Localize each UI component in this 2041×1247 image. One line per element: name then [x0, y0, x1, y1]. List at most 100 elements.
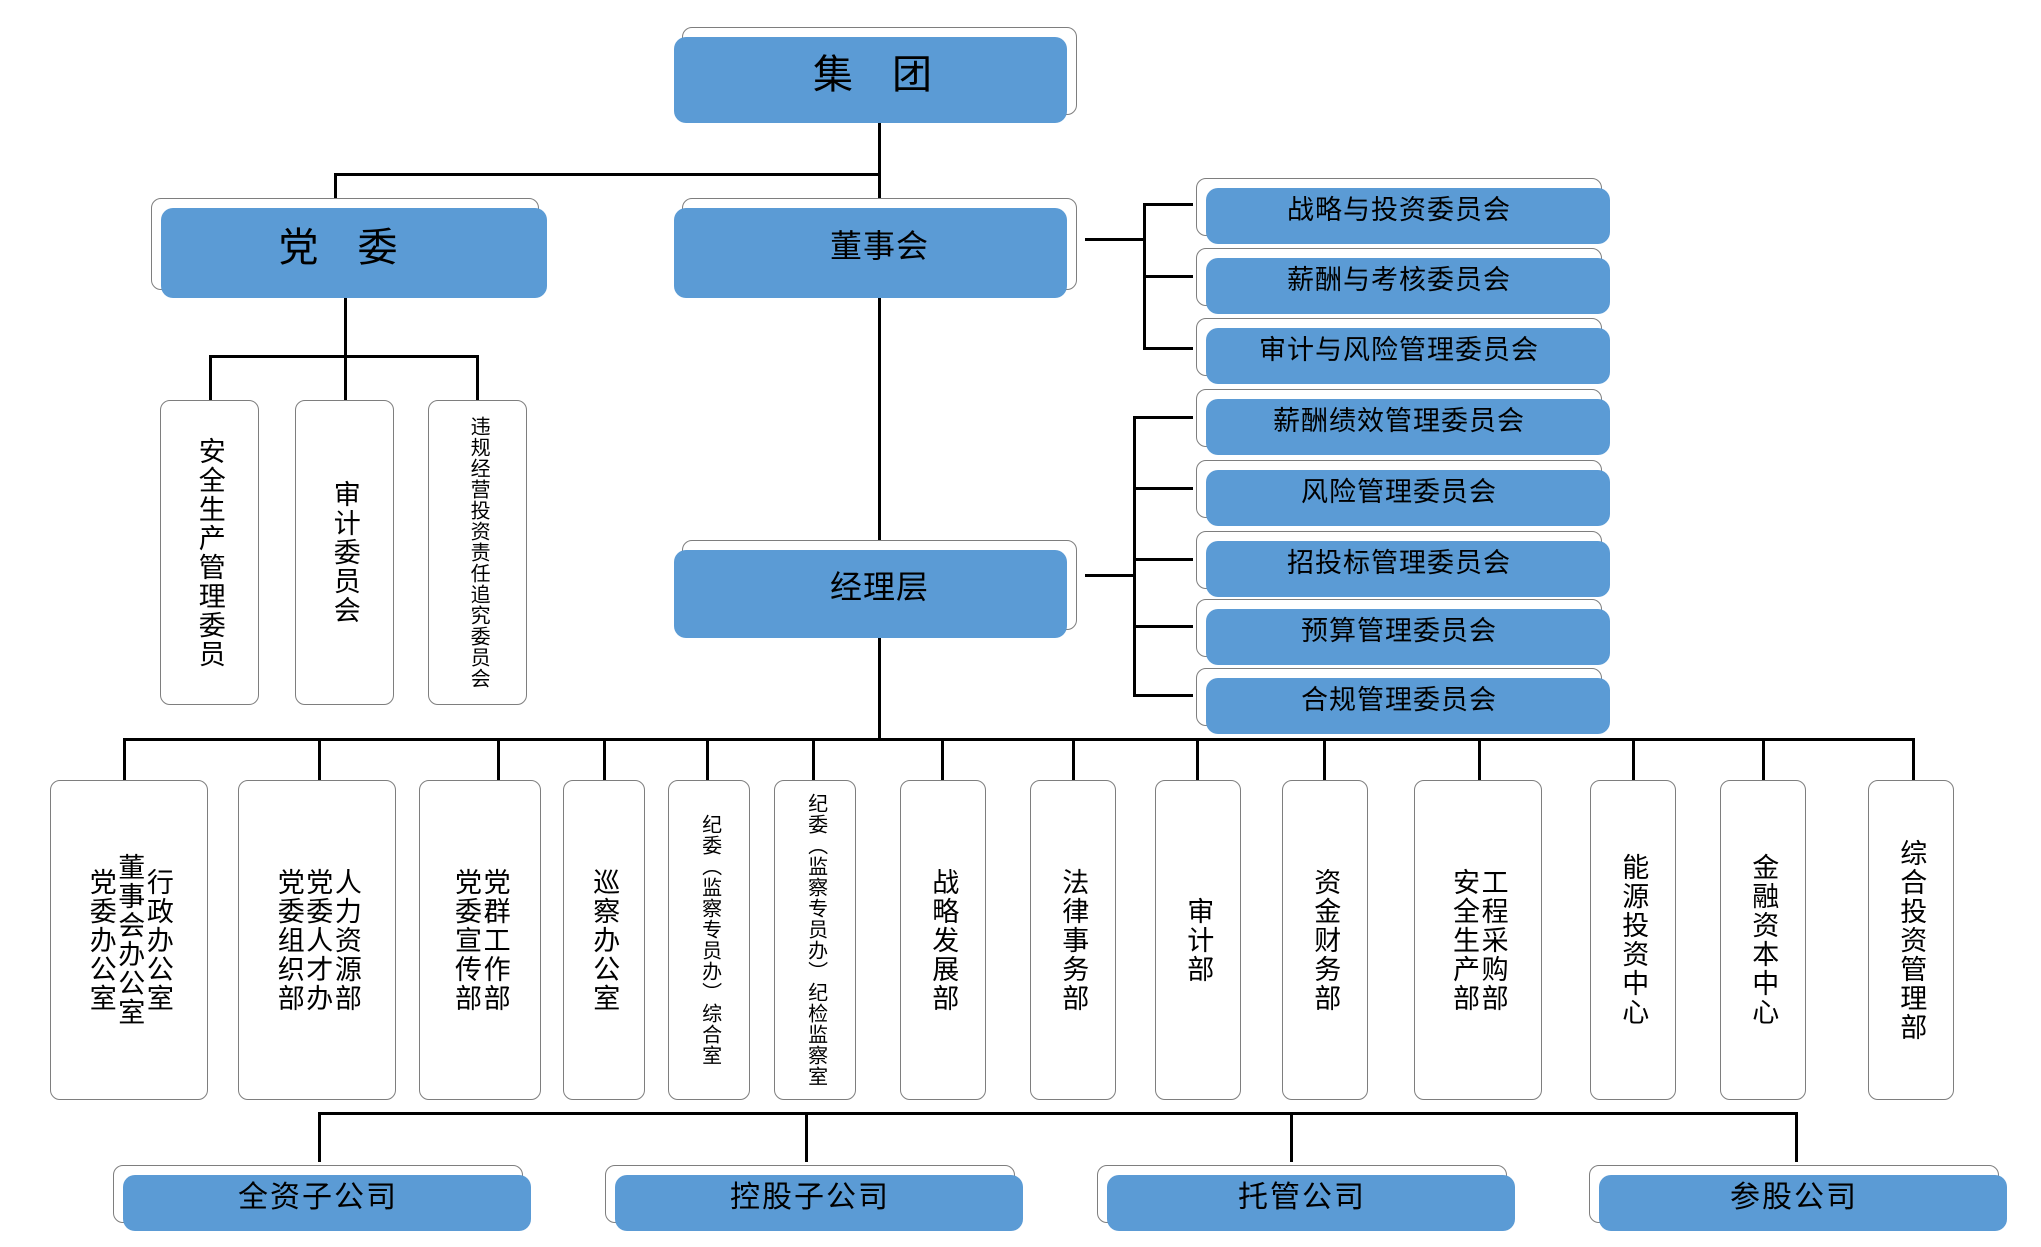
department-12[interactable]: 能源投资中心 — [1590, 780, 1676, 1100]
subsidiary-3[interactable]: 托管公司 — [1097, 1165, 1515, 1231]
department-2[interactable]: 人力资源部 党委人才办 党委组织部 — [238, 780, 396, 1100]
board-committee-3[interactable]: 审计与风险管理委员会 — [1196, 318, 1610, 384]
connector-department-bus — [123, 738, 1915, 741]
node-board[interactable]: 董事会 — [674, 198, 1077, 298]
connector-dept-1 — [123, 738, 126, 780]
connector-board-c2 — [1143, 275, 1193, 278]
board-committee-2-label: 薪酬与考核委员会 — [1287, 264, 1511, 295]
department-1[interactable]: 行政办公室 董事会办公室 党委办公室 — [50, 780, 208, 1100]
node-party-committee-label: 党 委 — [278, 226, 412, 270]
connector-board-right — [1085, 238, 1145, 241]
subsidiary-3-label: 托管公司 — [1238, 1181, 1366, 1214]
department-2-line-2: 党委人才办 — [302, 867, 333, 1013]
connector-board-c1 — [1143, 203, 1193, 206]
connector-sub-3 — [1290, 1112, 1293, 1162]
connector-dept-9 — [1196, 738, 1199, 780]
department-5-line-1: 纪委（监察专员办）综合室 — [698, 814, 721, 1066]
connector-sub-1 — [318, 1112, 321, 1162]
subsidiary-2[interactable]: 控股子公司 — [605, 1165, 1023, 1231]
department-2-line-3: 党委组织部 — [273, 867, 304, 1013]
connector-party-sub-2 — [344, 355, 347, 400]
department-9-line-1: 审计部 — [1183, 896, 1214, 984]
connector-party-down — [344, 292, 347, 357]
subsidiary-4-label: 参股公司 — [1730, 1181, 1858, 1214]
board-committee-1-label: 战略与投资委员会 — [1287, 194, 1511, 225]
connector-management-right — [1085, 574, 1135, 577]
connector-management-committee-bus — [1133, 416, 1136, 696]
department-8-line-1: 法律事务部 — [1058, 867, 1089, 1013]
department-2-line-1: 人力资源部 — [330, 867, 361, 1013]
department-11[interactable]: 工程采购部 安全生产部 — [1414, 780, 1542, 1100]
node-party-committee[interactable]: 党 委 — [151, 198, 547, 298]
connector-dept-4 — [603, 738, 606, 780]
connector-board-c3 — [1143, 347, 1193, 350]
department-1-line-2: 董事会办公室 — [114, 853, 145, 1027]
party-subcommittee-3[interactable]: 违规经营投资责任追究委员会 — [428, 400, 527, 705]
subsidiary-1-label: 全资子公司 — [238, 1181, 398, 1214]
department-13-line-1: 金融资本中心 — [1748, 853, 1779, 1027]
management-committee-2-label: 风险管理委员会 — [1301, 476, 1497, 507]
connector-party-sub-1 — [209, 355, 212, 400]
management-committee-1[interactable]: 薪酬绩效管理委员会 — [1196, 389, 1610, 455]
department-8[interactable]: 法律事务部 — [1030, 780, 1116, 1100]
management-committee-4[interactable]: 预算管理委员会 — [1196, 599, 1610, 665]
party-subcommittee-1[interactable]: 安全生产管理委员 — [160, 400, 259, 705]
department-4[interactable]: 巡察办公室 — [563, 780, 645, 1100]
subsidiary-1[interactable]: 全资子公司 — [113, 1165, 531, 1231]
management-committee-5-label: 合规管理委员会 — [1301, 684, 1497, 715]
department-14-line-1: 综合投资管理部 — [1896, 838, 1927, 1042]
connector-sub-4 — [1795, 1112, 1798, 1162]
connector-dept-10 — [1323, 738, 1326, 780]
department-10-line-1: 资金财务部 — [1310, 867, 1341, 1013]
department-12-line-1: 能源投资中心 — [1618, 853, 1649, 1027]
connector-to-board — [878, 173, 881, 198]
department-3-line-2: 党委宣传部 — [451, 867, 481, 1013]
department-7-line-1: 战略发展部 — [928, 867, 959, 1013]
subsidiary-4[interactable]: 参股公司 — [1589, 1165, 2007, 1231]
department-6[interactable]: 纪委（监察专员办）纪检监察室 — [774, 780, 856, 1100]
connector-group-down — [878, 118, 881, 176]
connector-management-down — [878, 630, 881, 740]
management-committee-4-label: 预算管理委员会 — [1301, 615, 1497, 646]
department-3-line-1: 党群工作部 — [479, 867, 510, 1013]
connector-dept-8 — [1072, 738, 1075, 780]
connector-dept-11 — [1478, 738, 1481, 780]
connector-dept-12 — [1632, 738, 1635, 780]
board-committee-2[interactable]: 薪酬与考核委员会 — [1196, 248, 1610, 314]
subsidiary-2-label: 控股子公司 — [730, 1181, 890, 1214]
connector-sub-2 — [805, 1112, 808, 1162]
connector-subsidiary-bus — [318, 1112, 1798, 1115]
management-committee-2[interactable]: 风险管理委员会 — [1196, 460, 1610, 526]
department-4-line-1: 巡察办公室 — [589, 867, 620, 1013]
connector-dept-7 — [941, 738, 944, 780]
management-committee-1-label: 薪酬绩效管理委员会 — [1273, 405, 1525, 436]
department-10[interactable]: 资金财务部 — [1282, 780, 1368, 1100]
connector-to-party — [334, 173, 337, 198]
connector-top-bus — [334, 173, 881, 176]
board-committee-3-label: 审计与风险管理委员会 — [1259, 334, 1539, 365]
party-subcommittee-3-label: 违规经营投资责任追究委员会 — [467, 416, 490, 689]
department-14[interactable]: 综合投资管理部 — [1868, 780, 1954, 1100]
department-6-line-1: 纪委（监察专员办）纪检监察室 — [804, 793, 827, 1087]
connector-mgmt-c4 — [1133, 625, 1193, 628]
node-group[interactable]: 集 团 — [674, 27, 1077, 123]
department-11-line-2: 安全生产部 — [1449, 867, 1479, 1013]
department-5[interactable]: 纪委（监察专员办）综合室 — [668, 780, 750, 1100]
department-7[interactable]: 战略发展部 — [900, 780, 986, 1100]
connector-dept-6 — [812, 738, 815, 780]
department-13[interactable]: 金融资本中心 — [1720, 780, 1806, 1100]
party-subcommittee-2[interactable]: 审计委员会 — [295, 400, 394, 705]
connector-dept-3 — [497, 738, 500, 780]
management-committee-5[interactable]: 合规管理委员会 — [1196, 668, 1610, 734]
node-management[interactable]: 经理层 — [674, 540, 1077, 638]
management-committee-3[interactable]: 招投标管理委员会 — [1196, 531, 1610, 597]
connector-party-sub-3 — [476, 355, 479, 400]
management-committee-3-label: 招投标管理委员会 — [1287, 547, 1511, 578]
board-committee-1[interactable]: 战略与投资委员会 — [1196, 178, 1610, 244]
node-management-label: 经理层 — [829, 569, 929, 605]
department-11-line-1: 工程采购部 — [1477, 867, 1508, 1013]
department-9[interactable]: 审计部 — [1155, 780, 1241, 1100]
connector-dept-14 — [1912, 738, 1915, 780]
department-3[interactable]: 党群工作部 党委宣传部 — [419, 780, 541, 1100]
